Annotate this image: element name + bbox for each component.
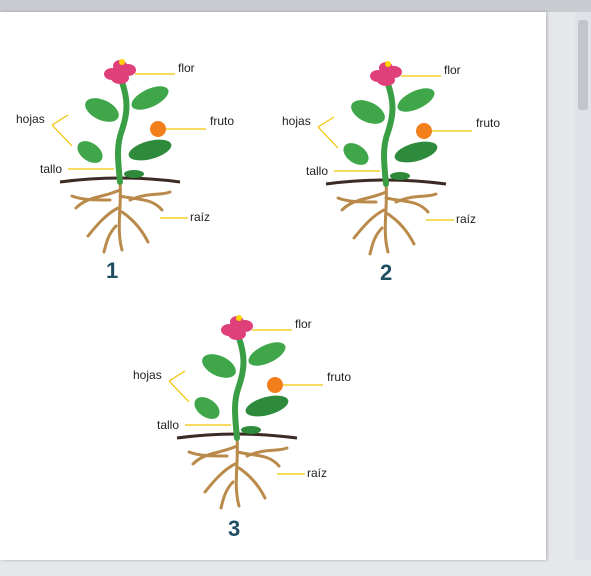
- diagram-number: 3: [228, 516, 240, 542]
- root-icon: [72, 182, 170, 252]
- label-raiz: raíz: [307, 466, 327, 480]
- label-flor: flor: [295, 317, 312, 331]
- stem-icon: [118, 82, 127, 182]
- fruit-icon: [416, 123, 432, 139]
- fruit-icon: [267, 377, 283, 393]
- label-hojas: hojas: [282, 114, 311, 128]
- flower-icon: [370, 61, 402, 86]
- root-icon: [189, 438, 287, 508]
- label-raiz: raíz: [456, 212, 476, 226]
- label-fruto: fruto: [327, 370, 351, 384]
- flower-icon: [221, 315, 253, 340]
- label-fruto: fruto: [476, 116, 500, 130]
- stem-icon: [384, 84, 393, 184]
- label-flor: flor: [178, 61, 195, 75]
- document-page: flor fruto hojas tallo raíz 1 flor fruto…: [0, 12, 546, 560]
- fruit-icon: [150, 121, 166, 137]
- label-tallo: tallo: [157, 418, 179, 432]
- plant-diagram-2: flor fruto hojas tallo raíz 2: [276, 52, 526, 322]
- label-hojas: hojas: [133, 368, 162, 382]
- scrollbar-thumb[interactable]: [578, 20, 588, 110]
- window-top-bar: [0, 0, 591, 12]
- label-flor: flor: [444, 63, 461, 77]
- plant-diagram-1: flor fruto hojas tallo raíz 1: [10, 50, 260, 320]
- plant-diagram-3: flor fruto hojas tallo raíz 3: [127, 306, 377, 576]
- diagram-number: 1: [106, 258, 118, 284]
- stem-icon: [235, 338, 244, 438]
- label-tallo: tallo: [306, 164, 328, 178]
- flower-icon: [104, 59, 136, 84]
- label-hojas: hojas: [16, 112, 45, 126]
- label-fruto: fruto: [210, 114, 234, 128]
- diagram-number: 2: [380, 260, 392, 286]
- root-icon: [338, 184, 436, 254]
- label-raiz: raíz: [190, 210, 210, 224]
- label-tallo: tallo: [40, 162, 62, 176]
